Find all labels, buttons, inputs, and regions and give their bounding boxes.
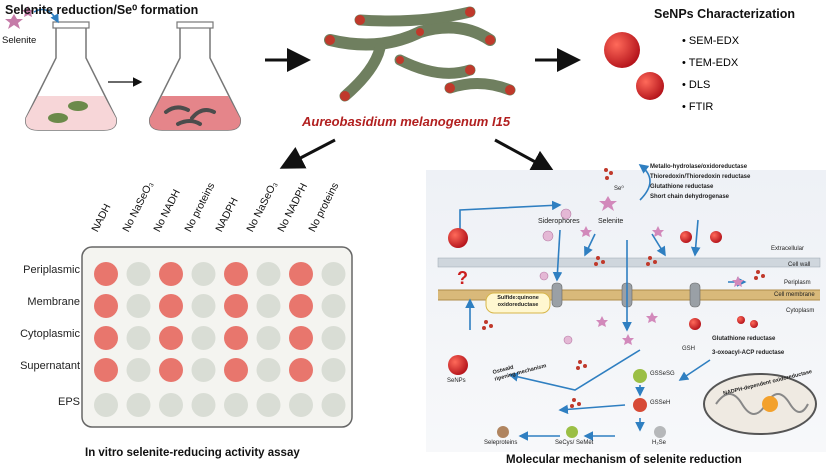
characterization-title: SeNPs Characterization — [654, 7, 796, 21]
assay-well — [321, 358, 346, 382]
assay-well — [224, 262, 248, 286]
assay-well — [159, 326, 183, 350]
se0-label: Se⁰ — [614, 186, 624, 192]
h2se-icon — [654, 426, 666, 438]
assay-well — [126, 358, 151, 382]
se0-dots — [482, 168, 765, 408]
assay-caption: In vitro selenite-reducing activity assa… — [85, 447, 300, 459]
siderophores-label: Siderophores — [538, 218, 580, 225]
characterization-item: • DLS — [682, 79, 711, 91]
assay-well — [94, 358, 118, 382]
h2se-label: H₂Se — [652, 440, 667, 446]
assay-well — [191, 393, 216, 417]
flask-empty-icon — [25, 21, 117, 131]
assay-well — [224, 393, 248, 417]
enzyme-label: Short chain dehydrogenase — [650, 194, 730, 200]
assay-well — [159, 393, 183, 417]
assay-well — [321, 326, 346, 350]
senps-label: SeNPs — [447, 378, 466, 384]
assay-well — [256, 294, 281, 318]
assay-well — [289, 294, 313, 318]
seleproteins-label: Seleproteins — [484, 440, 518, 446]
enzyme-label: Thioredoxin/Thioredoxin reductase — [650, 174, 751, 180]
assay-well — [256, 358, 281, 382]
assay-well — [94, 294, 118, 318]
senp-extracellular-icon — [448, 228, 468, 248]
characterization-item: • TEM-EDX — [682, 57, 739, 69]
gsh-label: GSH — [682, 346, 696, 352]
assay-well — [321, 262, 346, 286]
assay-well — [94, 326, 118, 350]
senp-cluster-icon — [604, 32, 664, 100]
assay-well — [159, 294, 183, 318]
assay-well — [126, 326, 151, 350]
cytoplasm-label: Cytoplasm — [786, 308, 815, 314]
assay-well — [256, 262, 281, 286]
enzyme-label: Glutathione reductase — [650, 184, 714, 190]
assay-well — [224, 326, 248, 350]
assay-well — [94, 262, 118, 286]
periplasm-label: Periplasm — [784, 280, 811, 286]
assay-well — [321, 294, 346, 318]
row-label: EPS — [57, 396, 80, 408]
assay-well — [289, 326, 313, 350]
extracellular-label: Extracellular — [771, 246, 805, 252]
well-plate — [81, 246, 353, 428]
assay-well — [159, 262, 183, 286]
cellwall-label: Cell wall — [788, 262, 811, 268]
assay-well — [289, 393, 313, 417]
assay-well — [224, 358, 248, 382]
secys-label: SeCys/ SeMet — [555, 440, 594, 446]
assay-well — [256, 393, 281, 417]
characterization-item: • FTIR — [682, 101, 714, 113]
assay-well — [94, 393, 118, 417]
assay-well — [224, 294, 248, 318]
assay-well — [289, 358, 313, 382]
membrane-label: Cell membrane — [774, 292, 815, 298]
gssesg-label: GSSeSG — [650, 371, 675, 377]
enzyme-label: Metallo-hydrolase/oxidoreductase — [650, 164, 748, 170]
mechanism-caption: Molecular mechanism of selenite reductio… — [506, 454, 742, 466]
sqo-label: Sulfide:quinone oxidoreductase — [497, 295, 539, 308]
assay-well — [191, 262, 216, 286]
glutathione-reductase-label: Glutathione reductase — [712, 336, 776, 342]
assay-well — [191, 326, 216, 350]
row-label: Supernatant — [20, 360, 80, 372]
flask-grown-icon — [149, 21, 241, 131]
secys-icon — [566, 426, 578, 438]
row-label: Periplasmic — [23, 264, 80, 276]
senp-intracellular-icon — [448, 355, 468, 375]
gssesg-icon — [633, 369, 647, 383]
fungal-hyphae-icon — [324, 6, 516, 102]
assay-well — [159, 358, 183, 382]
assay-well — [289, 262, 313, 286]
seleprotein-icon — [497, 426, 509, 438]
assay-well — [191, 358, 216, 382]
assay-well — [256, 326, 281, 350]
question-mark: ? — [457, 268, 468, 288]
selenite-label: Selenite — [2, 35, 37, 46]
mitochondrion-icon — [703, 373, 817, 435]
row-label: Membrane — [27, 296, 80, 308]
fungal-nanoparticle-dots — [325, 7, 515, 101]
assay-well — [126, 393, 151, 417]
organism-name: Aureobasidium melanogenum I15 — [302, 114, 511, 129]
assay-well — [321, 393, 346, 417]
oxoacyl-label: 3-oxoacyl-ACP reductase — [712, 350, 785, 356]
assay-well — [191, 294, 216, 318]
process-title: Selenite reduction/Se⁰ formation — [5, 3, 199, 17]
assay-well — [126, 262, 151, 286]
characterization-list: • SEM-EDX • TEM-EDX • DLS • FTIR — [682, 30, 739, 118]
assay-well — [126, 294, 151, 318]
selenite-mech-label: Selenite — [598, 218, 624, 225]
gssseh-label: GSSeH — [650, 400, 671, 406]
selenite-star-icon — [5, 6, 34, 29]
row-label: Cytoplasmic — [20, 328, 80, 340]
characterization-item: • SEM-EDX — [682, 35, 740, 47]
gssseh-icon — [633, 398, 647, 412]
assay-wells — [94, 262, 346, 417]
